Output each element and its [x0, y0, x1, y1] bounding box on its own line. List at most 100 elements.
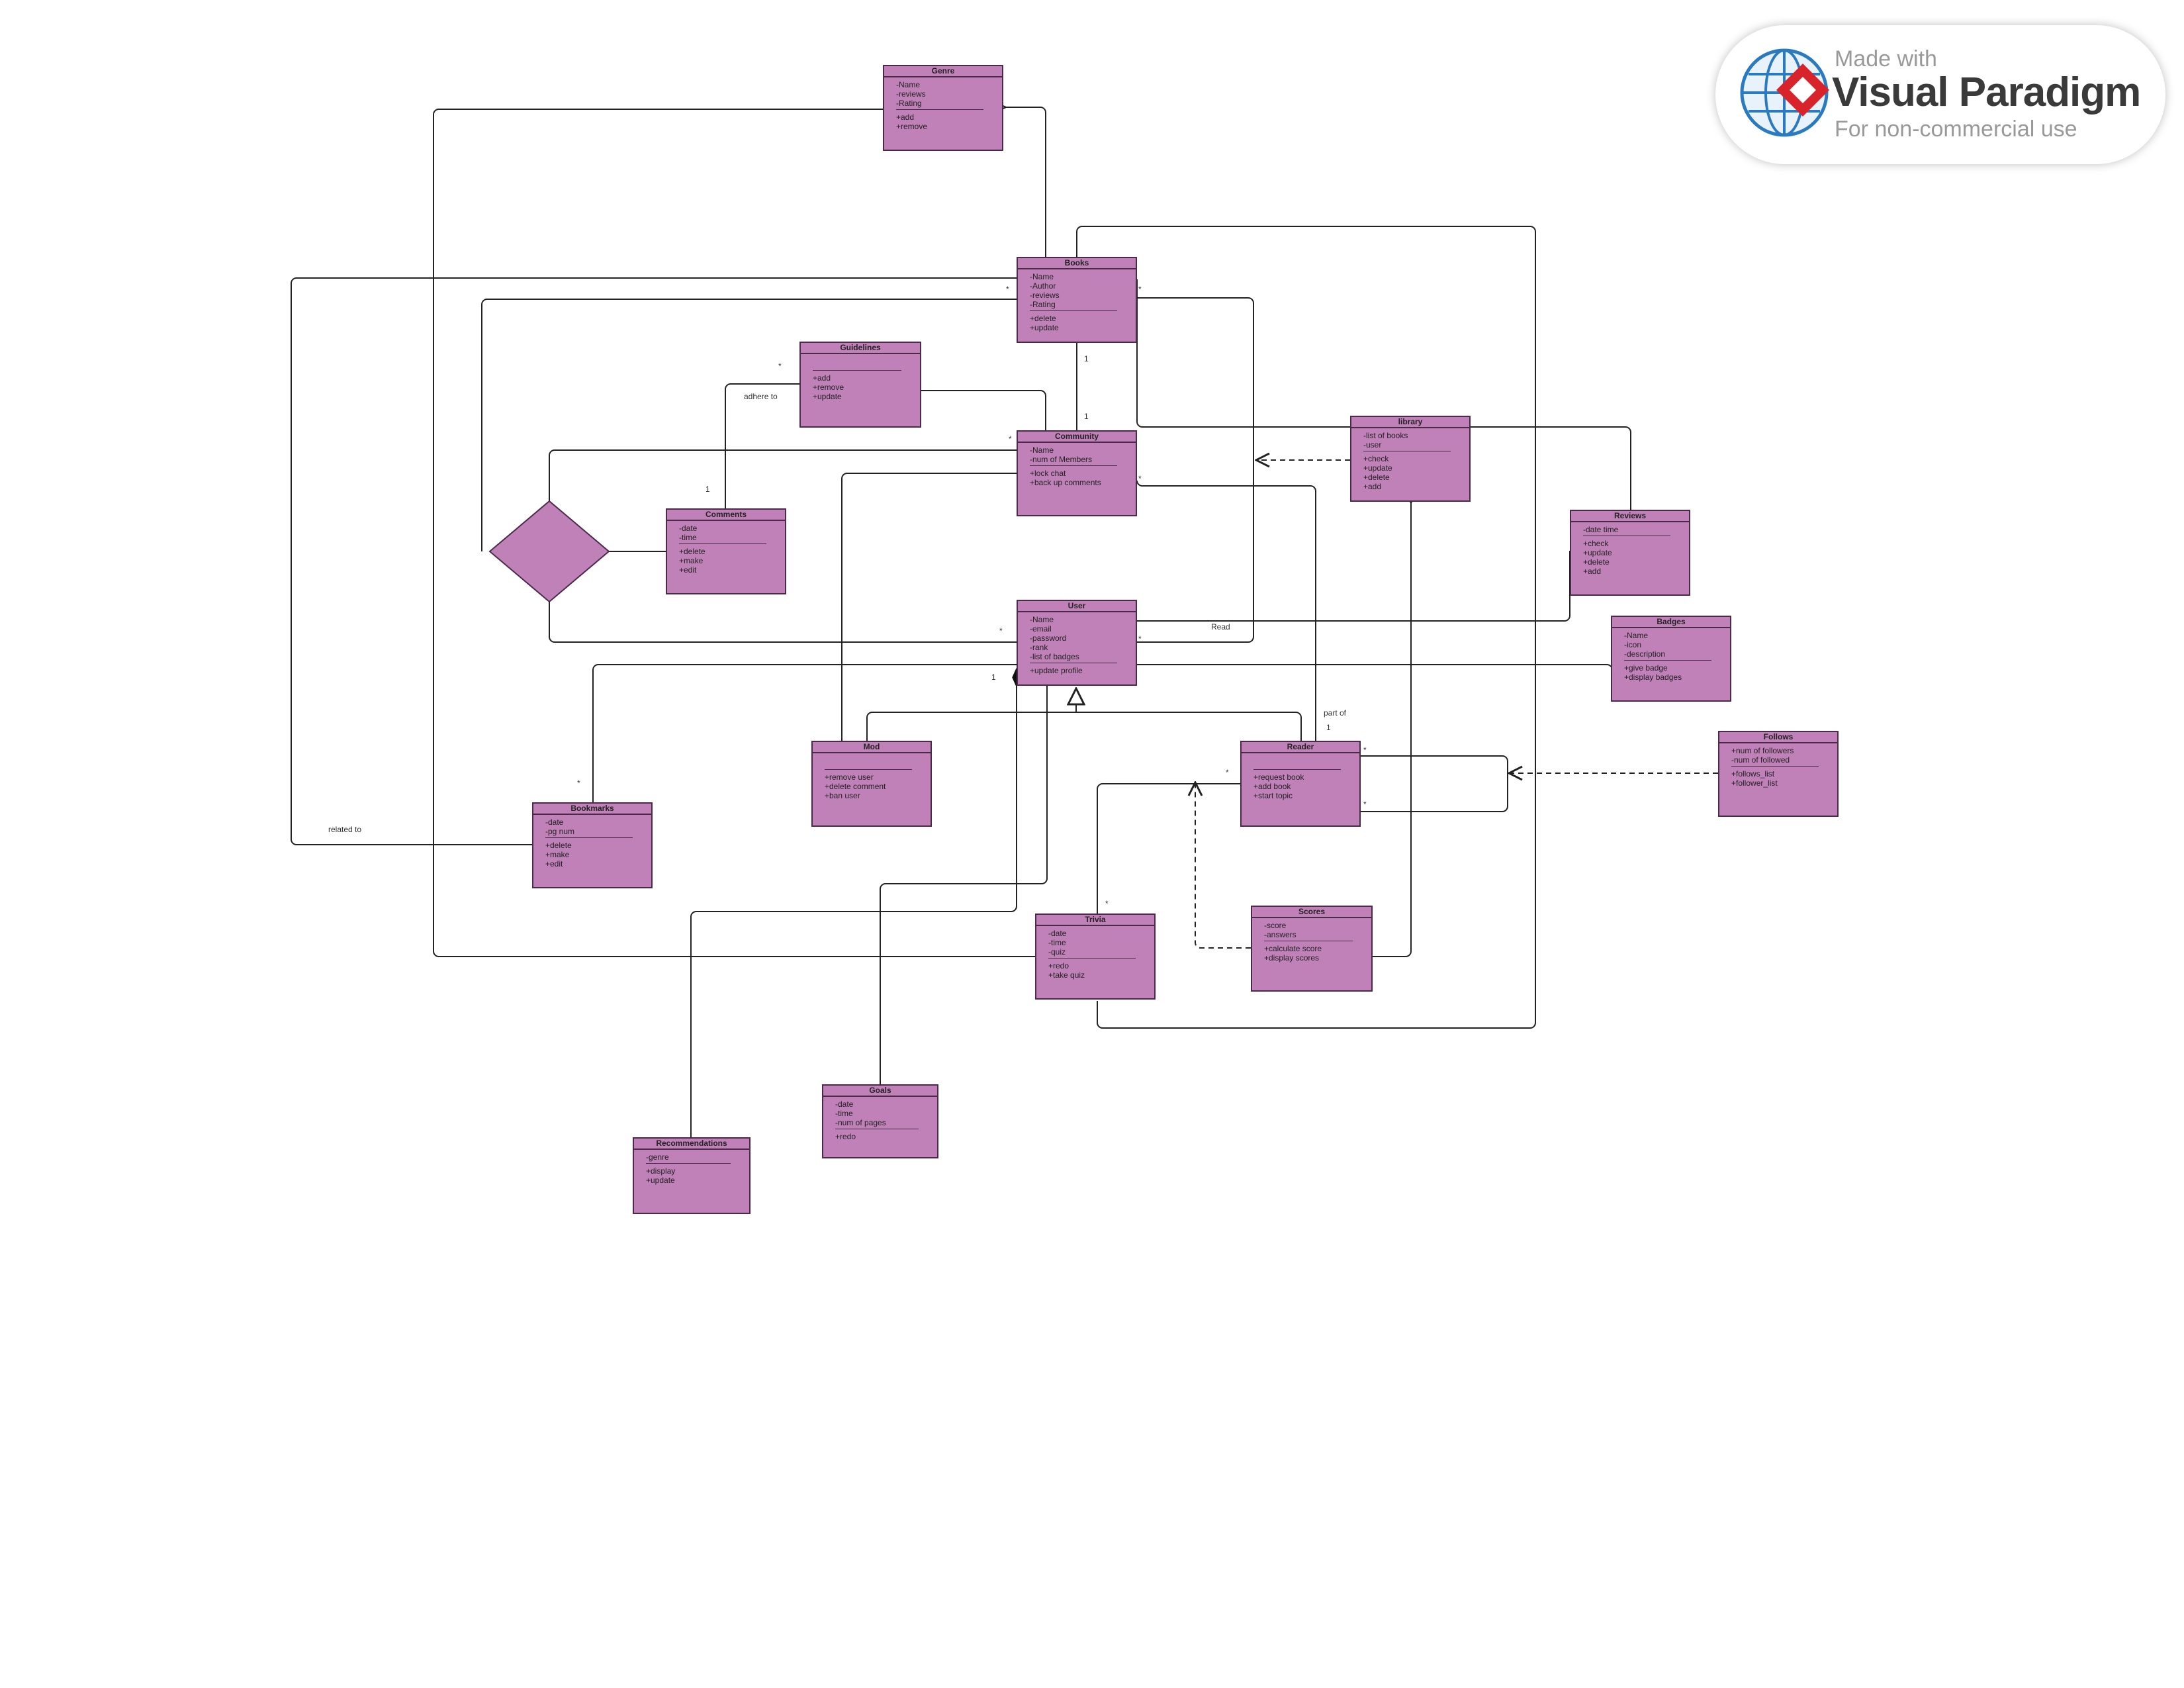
class-guidelines-operation-item: +update: [813, 392, 842, 401]
class-library-attribute-item: -user: [1363, 440, 1382, 449]
class-genre-title: Genre: [884, 66, 1002, 77]
mult-user-right-star: *: [1138, 634, 1142, 643]
class-scores-operation-item: +calculate score: [1264, 944, 1322, 953]
class-bookmarks-attributes: -date-pg num: [533, 815, 651, 836]
class-goals[interactable]: Goals -date-time-num of pages +redo: [822, 1084, 938, 1158]
class-comments-operation-item: +edit: [679, 565, 697, 575]
mult-community-star: *: [1009, 434, 1012, 444]
class-comments-attribute-item: -time: [679, 533, 697, 542]
class-reviews-attribute-item: -date time: [1583, 525, 1619, 534]
class-mod-title: Mod: [813, 742, 931, 753]
class-badges-attribute-item: -Name: [1624, 631, 1649, 640]
class-scores[interactable]: Scores -score-answers +calculate score+d…: [1251, 906, 1373, 992]
link-reader-self: [1361, 755, 1508, 812]
class-follows[interactable]: Follows +num of followers-num of followe…: [1718, 731, 1839, 817]
class-follows-separator: [1731, 766, 1819, 767]
class-reviews[interactable]: Reviews -date time +check+update+delete+…: [1570, 510, 1690, 596]
class-comments-operations: +delete+make+edit: [667, 545, 785, 575]
link-user-reviews: [1137, 551, 1570, 622]
watermark-brand: Visual Paradigm: [1832, 70, 2141, 115]
class-community-title: Community: [1018, 432, 1136, 443]
class-reviews-title: Reviews: [1571, 511, 1689, 522]
link-mod-generalization: [866, 712, 1076, 741]
class-books[interactable]: Books -Name-Author-reviews-Rating +delet…: [1017, 257, 1137, 343]
class-bookmarks-operation-item: +edit: [545, 859, 563, 868]
class-follows-attribute-item: -num of followed: [1731, 755, 1790, 765]
class-follows-operations: +follows_list+follower_list: [1719, 768, 1837, 788]
class-reader-operations: +request book+add book+start topic: [1242, 771, 1359, 800]
class-recommendations-attributes: -genre: [634, 1150, 749, 1162]
class-user-attribute-item: -list of badges: [1030, 652, 1079, 661]
mult-books-one: 1: [1084, 354, 1089, 363]
class-guidelines-operation-item: +add: [813, 373, 831, 383]
class-recommendations-operations: +display+update: [634, 1165, 749, 1185]
class-library[interactable]: library -list of books-user +check+updat…: [1350, 416, 1471, 502]
class-bookmarks[interactable]: Bookmarks -date-pg num +delete+make+edit: [532, 802, 653, 888]
class-trivia-attribute-item: -date: [1048, 929, 1067, 938]
class-bookmarks-operation-item: +delete: [545, 841, 572, 850]
class-follows-attribute-item: +num of followers: [1731, 746, 1794, 755]
class-reviews-operation-item: +update: [1583, 548, 1612, 557]
label-adhere-to: adhere to: [744, 392, 778, 401]
class-bookmarks-title: Bookmarks: [533, 804, 651, 815]
class-genre[interactable]: Genre -Name-reviews-Rating +add+remove: [883, 65, 1003, 151]
class-scores-attributes: -score-answers: [1252, 918, 1371, 939]
class-badges-operations: +give badge+display badges: [1612, 662, 1730, 682]
class-badges[interactable]: Badges -Name-icon-description +give badg…: [1611, 616, 1731, 702]
class-genre-attribute-item: -Rating: [896, 99, 922, 108]
mult-trivia-star: *: [1105, 899, 1109, 908]
class-user[interactable]: User -Name-email-password-rank-list of b…: [1017, 600, 1137, 686]
class-books-attribute-item: -Name: [1030, 272, 1054, 281]
class-reviews-operation-item: +add: [1583, 567, 1602, 576]
class-badges-operation-item: +give badge: [1624, 663, 1668, 673]
class-library-operations: +check+update+delete+add: [1351, 453, 1469, 491]
link-guidelines-community: [921, 390, 1046, 432]
class-scores-title: Scores: [1252, 907, 1371, 918]
class-community[interactable]: Community -Name-num of Members +lock cha…: [1017, 430, 1137, 516]
class-reader-operation-item: +start topic: [1253, 791, 1293, 800]
class-badges-attribute-item: -icon: [1624, 640, 1642, 649]
link-user-bookmarks: [592, 665, 1017, 802]
mult-comments-one: 1: [705, 485, 710, 494]
class-guidelines[interactable]: Guidelines +add+remove+update: [799, 342, 921, 428]
class-mod-operation-item: +ban user: [825, 791, 860, 800]
class-mod[interactable]: Mod +remove user+delete comment+ban user: [811, 741, 932, 827]
class-genre-attribute-item: -Name: [896, 80, 921, 89]
mult-reader-self-a: *: [1363, 745, 1367, 755]
class-genre-operations: +add+remove: [884, 111, 1002, 131]
class-comments-separator: [679, 543, 766, 544]
mult-part-of-one: 1: [1326, 723, 1331, 732]
class-bookmarks-operation-item: +make: [545, 850, 570, 859]
class-goals-operation-item: +redo: [835, 1132, 856, 1141]
class-scores-attribute-item: -score: [1264, 921, 1287, 930]
class-recommendations-attribute-item: -genre: [646, 1152, 669, 1162]
link-diamond-user: [549, 602, 1017, 643]
class-books-attribute-item: -Author: [1030, 281, 1056, 291]
class-trivia[interactable]: Trivia -date-time-quiz +redo+take quiz: [1035, 914, 1156, 1000]
class-mod-operation-item: +delete comment: [825, 782, 886, 791]
class-trivia-operation-item: +take quiz: [1048, 970, 1085, 980]
class-reviews-attributes: -date time: [1571, 522, 1689, 534]
link-community-diamond: [549, 449, 1017, 501]
link-scores-reader: [1195, 782, 1251, 949]
class-recommendations[interactable]: Recommendations -genre +display+update: [633, 1137, 751, 1214]
class-reviews-operations: +check+update+delete+add: [1571, 538, 1689, 576]
link-reader-generalization: [1076, 712, 1302, 741]
class-user-title: User: [1018, 601, 1136, 612]
class-books-operations: +delete+update: [1018, 312, 1136, 332]
class-goals-attribute-item: -time: [835, 1109, 853, 1118]
link-books-bookmarks: [291, 277, 1017, 845]
link-genre-trivia: [433, 109, 1035, 957]
link-user-badges: [1137, 665, 1613, 682]
class-user-attribute-item: -email: [1030, 624, 1052, 633]
class-reader[interactable]: Reader +request book+add book+start topi…: [1240, 741, 1361, 827]
class-scores-operations: +calculate score+display scores: [1252, 943, 1371, 962]
class-mod-operations: +remove user+delete comment+ban user: [813, 771, 931, 800]
class-community-attribute-item: -num of Members: [1030, 455, 1093, 464]
class-recommendations-title: Recommendations: [634, 1139, 749, 1150]
class-trivia-attribute-item: -quiz: [1048, 947, 1066, 957]
label-part-of: part of: [1324, 708, 1347, 718]
class-comments[interactable]: Comments -date-time +delete+make+edit: [666, 508, 786, 594]
class-user-attribute-item: -Name: [1030, 615, 1054, 624]
